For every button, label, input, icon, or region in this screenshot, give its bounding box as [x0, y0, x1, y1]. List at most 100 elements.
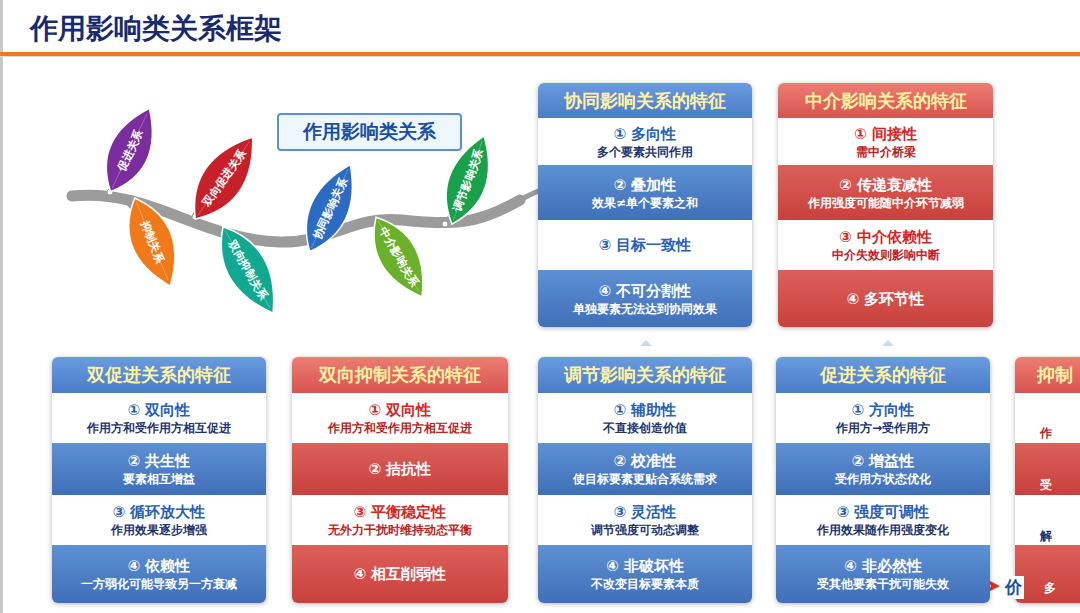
card-title: 双促进关系的特征: [87, 363, 231, 387]
feature-note: 调节强度可动态调整: [591, 522, 699, 538]
feature-row: ④ 依赖性一方弱化可能导致另一方衰减: [52, 545, 266, 603]
feature-row: ④ 不可分割性单独要素无法达到协同效果: [538, 270, 752, 327]
feature-name: ③ 灵活性: [614, 502, 677, 522]
hub-label: 作用影响类关系: [303, 119, 436, 145]
card-title: 协同影响关系的特征: [564, 89, 726, 113]
feature-note: 要素相互增益: [123, 471, 195, 487]
feature-name: ③ 平衡稳定性: [354, 502, 447, 522]
feature-note: 不改变目标要素本质: [591, 576, 699, 592]
leaf-fill: [115, 190, 188, 293]
feature-note: 一方弱化可能导致另一方衰减: [81, 576, 237, 592]
clipped-text: 解: [1040, 528, 1052, 545]
page-title: 作用影响类关系框架: [30, 10, 282, 48]
feature-note: 作用方和受作用方相互促进: [87, 420, 231, 436]
feature-row: ④ 相互削弱性: [292, 545, 508, 603]
feature-name: ① 双向性: [128, 400, 191, 420]
feature-row: ① 辅助性不直接创造价值: [538, 393, 752, 443]
feature-name: ③ 循环放大性: [113, 502, 206, 522]
feature-row: ① 多向性多个要素共同作用: [538, 118, 752, 165]
feature-name: ① 辅助性: [614, 400, 677, 420]
feature-name: ② 共生性: [128, 451, 191, 471]
feature-name: ① 多向性: [614, 124, 677, 144]
leaf-fill: [93, 100, 167, 200]
feature-name: ③ 中介依赖性: [839, 227, 932, 247]
leaf-vein: [136, 202, 168, 281]
card-header: 调节影响关系的特征: [538, 357, 752, 393]
feature-card: 中介影响关系的特征① 间接性需中介桥梁② 传递衰减性作用强度可能随中介环节减弱③…: [778, 83, 993, 327]
clipped-text: 多: [1044, 580, 1056, 597]
feature-note: 作用方和受作用方相互促进: [328, 420, 472, 436]
feature-row: ③ 目标一致性: [538, 220, 752, 270]
feature-note: 单独要素无法达到协同效果: [573, 301, 717, 317]
leaf-fill: [179, 125, 270, 230]
leaf-fill: [434, 129, 501, 230]
leaf-shape: 双向抑制关系: [203, 215, 293, 325]
leaf-fill: [360, 208, 438, 306]
feature-row: ④ 非必然性受其他要素干扰可能失效: [776, 545, 990, 603]
feature-row: ③ 强度可调性作用效果随作用强度变化: [776, 495, 990, 545]
feature-row: ② 传递衰减性作用强度可能随中介环节减弱: [778, 165, 993, 220]
feature-row: ③ 循环放大性作用效果逐步增强: [52, 495, 266, 545]
pointer-notch: [882, 340, 894, 346]
feature-name: ② 传递衰减性: [839, 175, 932, 195]
card-header: 促进关系的特征: [776, 357, 990, 393]
feature-row: ① 双向性作用方和受作用方相互促进: [292, 393, 508, 443]
feature-note: 需中介桥梁: [856, 144, 916, 160]
feature-note: 无外力干扰时维持动态平衡: [328, 522, 472, 538]
leaf-vein: [225, 230, 270, 308]
feature-row: ① 双向性作用方和受作用方相互促进: [52, 393, 266, 443]
card-header: 中介影响关系的特征: [778, 83, 993, 118]
clipped-text: 受: [1040, 477, 1052, 494]
feature-row: ① 方向性作用方→受作用方: [776, 393, 990, 443]
feature-note: 不直接创造价值: [603, 420, 687, 436]
feature-name: ④ 不可分割性: [599, 281, 692, 301]
card-header: 双向抑制关系的特征: [292, 357, 508, 393]
feature-row: ③ 灵活性调节强度可动态调整: [538, 495, 752, 545]
feature-name: ② 叠加性: [614, 175, 677, 195]
feature-row: ③ 中介依赖性中介失效则影响中断: [778, 220, 993, 270]
feature-card: 双促进关系的特征① 双向性作用方和受作用方相互促进② 共生性要素相互增益③ 循环…: [52, 357, 266, 603]
feature-note: 作用效果随作用强度变化: [817, 522, 949, 538]
feature-row: ② 叠加性效果≠单个要素之和: [538, 165, 752, 220]
card-title: 抑制: [1037, 363, 1073, 387]
feature-row: ④ 非破坏性不改变目标要素本质: [538, 545, 752, 603]
card-header: 抑制: [1015, 357, 1080, 393]
feature-card: 双向抑制关系的特征 ① 双向性作用方和受作用方相互促进 ② 拮抗性 ③ 平衡稳定性无外…: [292, 357, 508, 603]
title-rule: [0, 52, 1080, 56]
card-title: 中介影响关系的特征: [805, 89, 967, 113]
feature-row: ③ 平衡稳定性无外力干扰时维持动态平衡: [292, 495, 508, 545]
feature-row: ④ 多环节性: [778, 270, 993, 327]
feature-note: 多个要素共同作用: [597, 144, 693, 160]
feature-name: ① 间接性: [854, 124, 917, 144]
leaf-shape: 抑制关系: [112, 189, 192, 295]
feature-name: ③ 强度可调性: [837, 502, 930, 522]
feature-row: ② 增益性受作用方状态优化: [776, 443, 990, 495]
leaf-shape: 促进关系: [90, 99, 171, 202]
feature-row: ① 间接性需中介桥梁: [778, 118, 993, 165]
feature-name: ④ 非必然性: [844, 556, 922, 576]
feature-note: 效果≠单个要素之和: [592, 195, 698, 211]
feature-row: ② 校准性使目标要素更贴合系统需求: [538, 443, 752, 495]
feature-card: 促进关系的特征① 方向性作用方→受作用方② 增益性受作用方状态优化③ 强度可调性…: [776, 357, 990, 603]
card-title: 双向抑制关系的特征: [319, 363, 481, 387]
card-title: 促进关系的特征: [820, 363, 946, 387]
feature-name: ② 校准性: [614, 451, 677, 471]
card-header: 双促进关系的特征: [52, 357, 266, 393]
feature-note: 受作用方状态优化: [835, 471, 931, 487]
feature-note: 作用方→受作用方: [836, 420, 930, 436]
feature-name: ② 拮抗性: [369, 459, 432, 479]
feature-note: 使目标要素更贴合系统需求: [573, 471, 717, 487]
feature-row: ② 拮抗性: [292, 443, 508, 495]
feature-name: ④ 相互削弱性: [354, 564, 447, 584]
card-header: 协同影响关系的特征: [538, 83, 752, 118]
feature-card: 协同影响关系的特征① 多向性多个要素共同作用② 叠加性效果≠单个要素之和③ 目标…: [538, 83, 752, 327]
feature-name: ① 双向性: [369, 400, 432, 420]
clipped-text: 作: [1040, 425, 1052, 442]
title-rule-shadow: [0, 56, 1080, 57]
feature-name: ④ 多环节性: [847, 289, 925, 309]
feature-name: ④ 依赖性: [128, 556, 191, 576]
feature-row: ② 共生性要素相互增益: [52, 443, 266, 495]
leaf-vein: [112, 114, 147, 188]
logo-text: 价: [1003, 576, 1024, 599]
leaf-fill: [293, 157, 367, 260]
